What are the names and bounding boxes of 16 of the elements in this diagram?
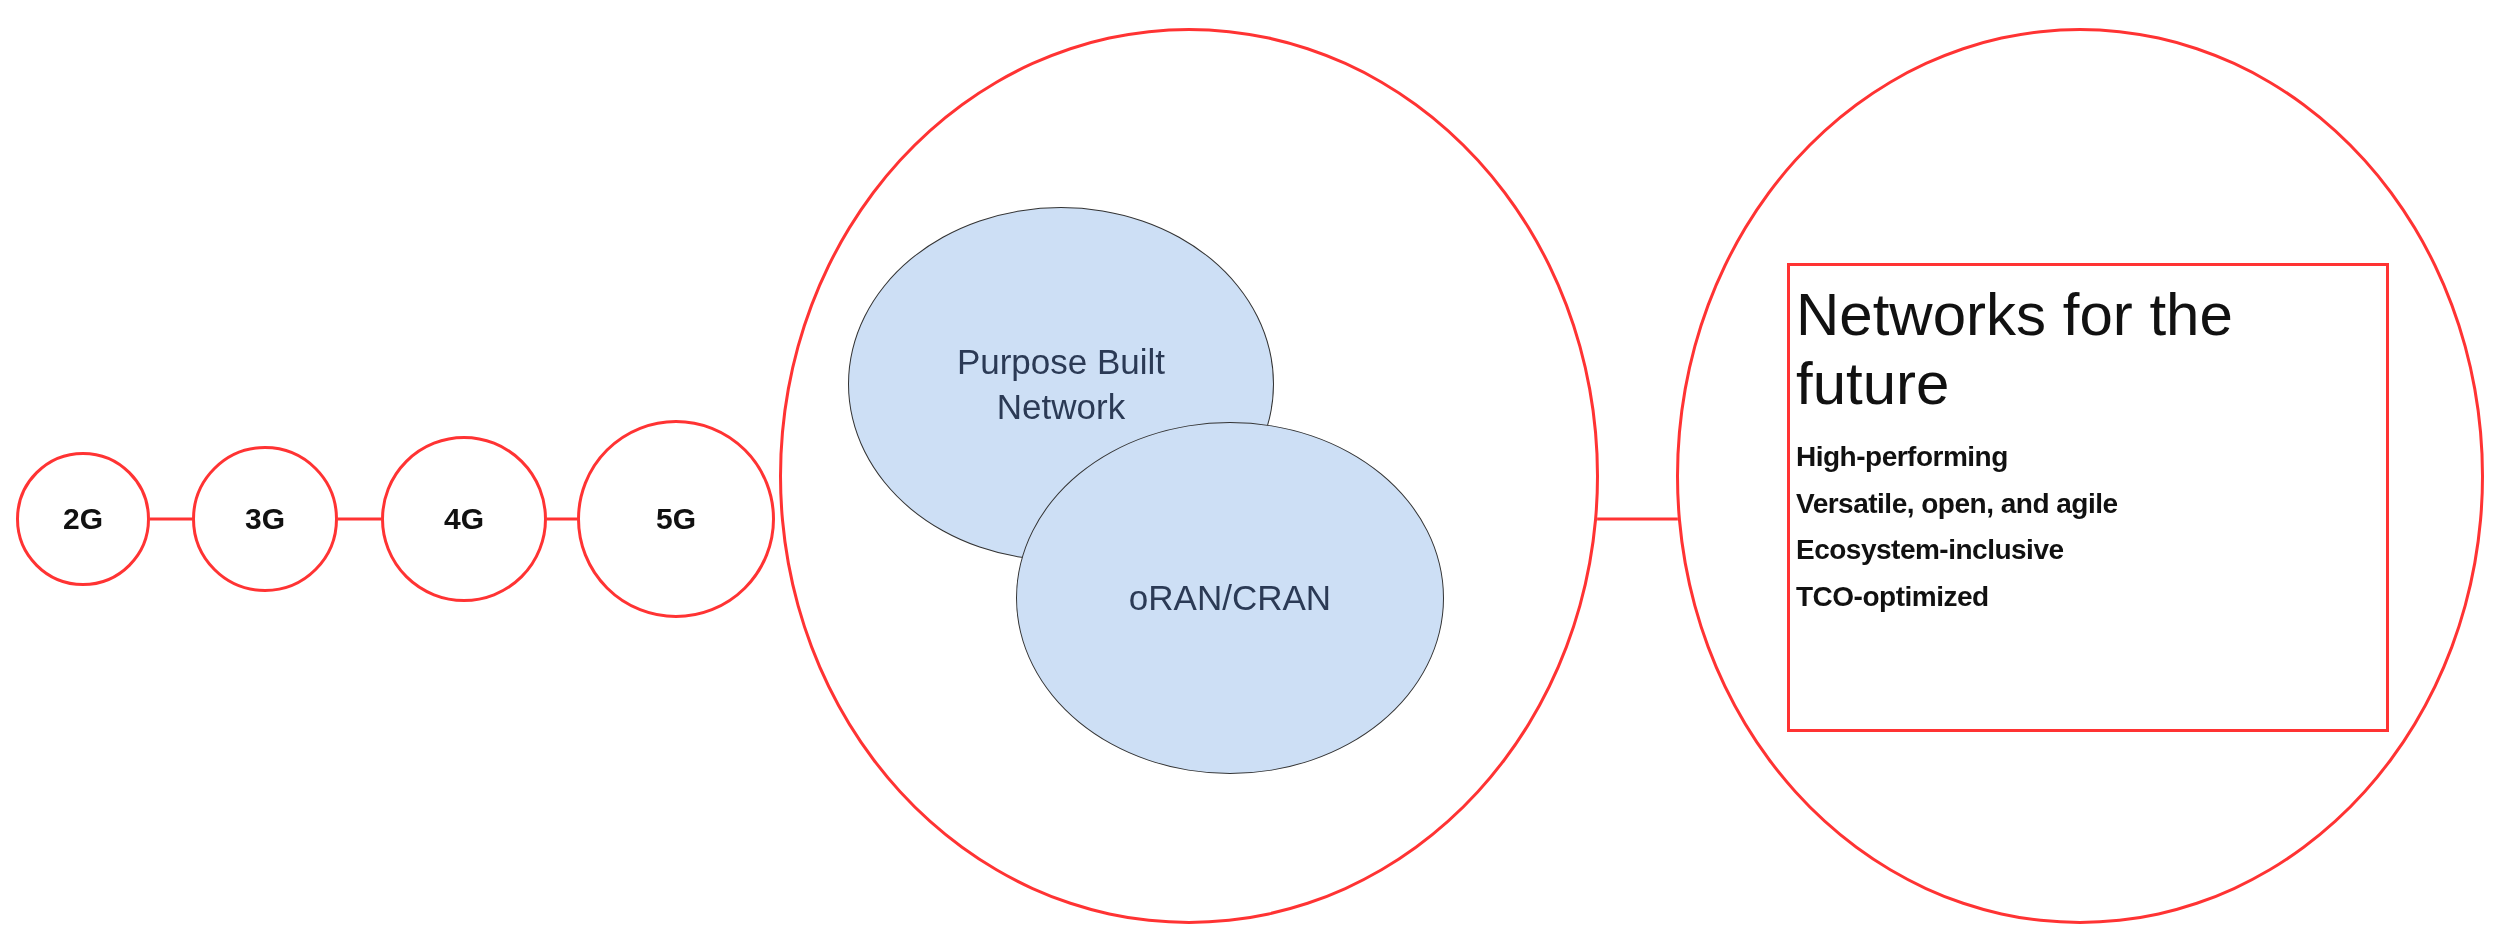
node-label: 5G [656,502,696,536]
connector-line [547,517,577,521]
connector-line [150,517,192,521]
connector-line [1597,517,1678,521]
feature-item: High-performing [1796,440,2008,474]
text-frame [1787,263,2389,732]
feature-item: Ecosystem-inclusive [1796,533,2064,567]
feature-item: Versatile, open, and agile [1796,486,2118,521]
node-label: 2G [63,502,103,536]
feature-item: TCO-optimized [1796,579,1989,614]
connector-line [338,517,381,521]
heading: Networks for the future [1796,280,2234,418]
node-label: 4G [444,502,484,536]
node-label: Purpose Built Network [955,340,1167,428]
node-label: 3G [245,502,285,536]
node-label: oRAN/CRAN [1128,577,1332,620]
